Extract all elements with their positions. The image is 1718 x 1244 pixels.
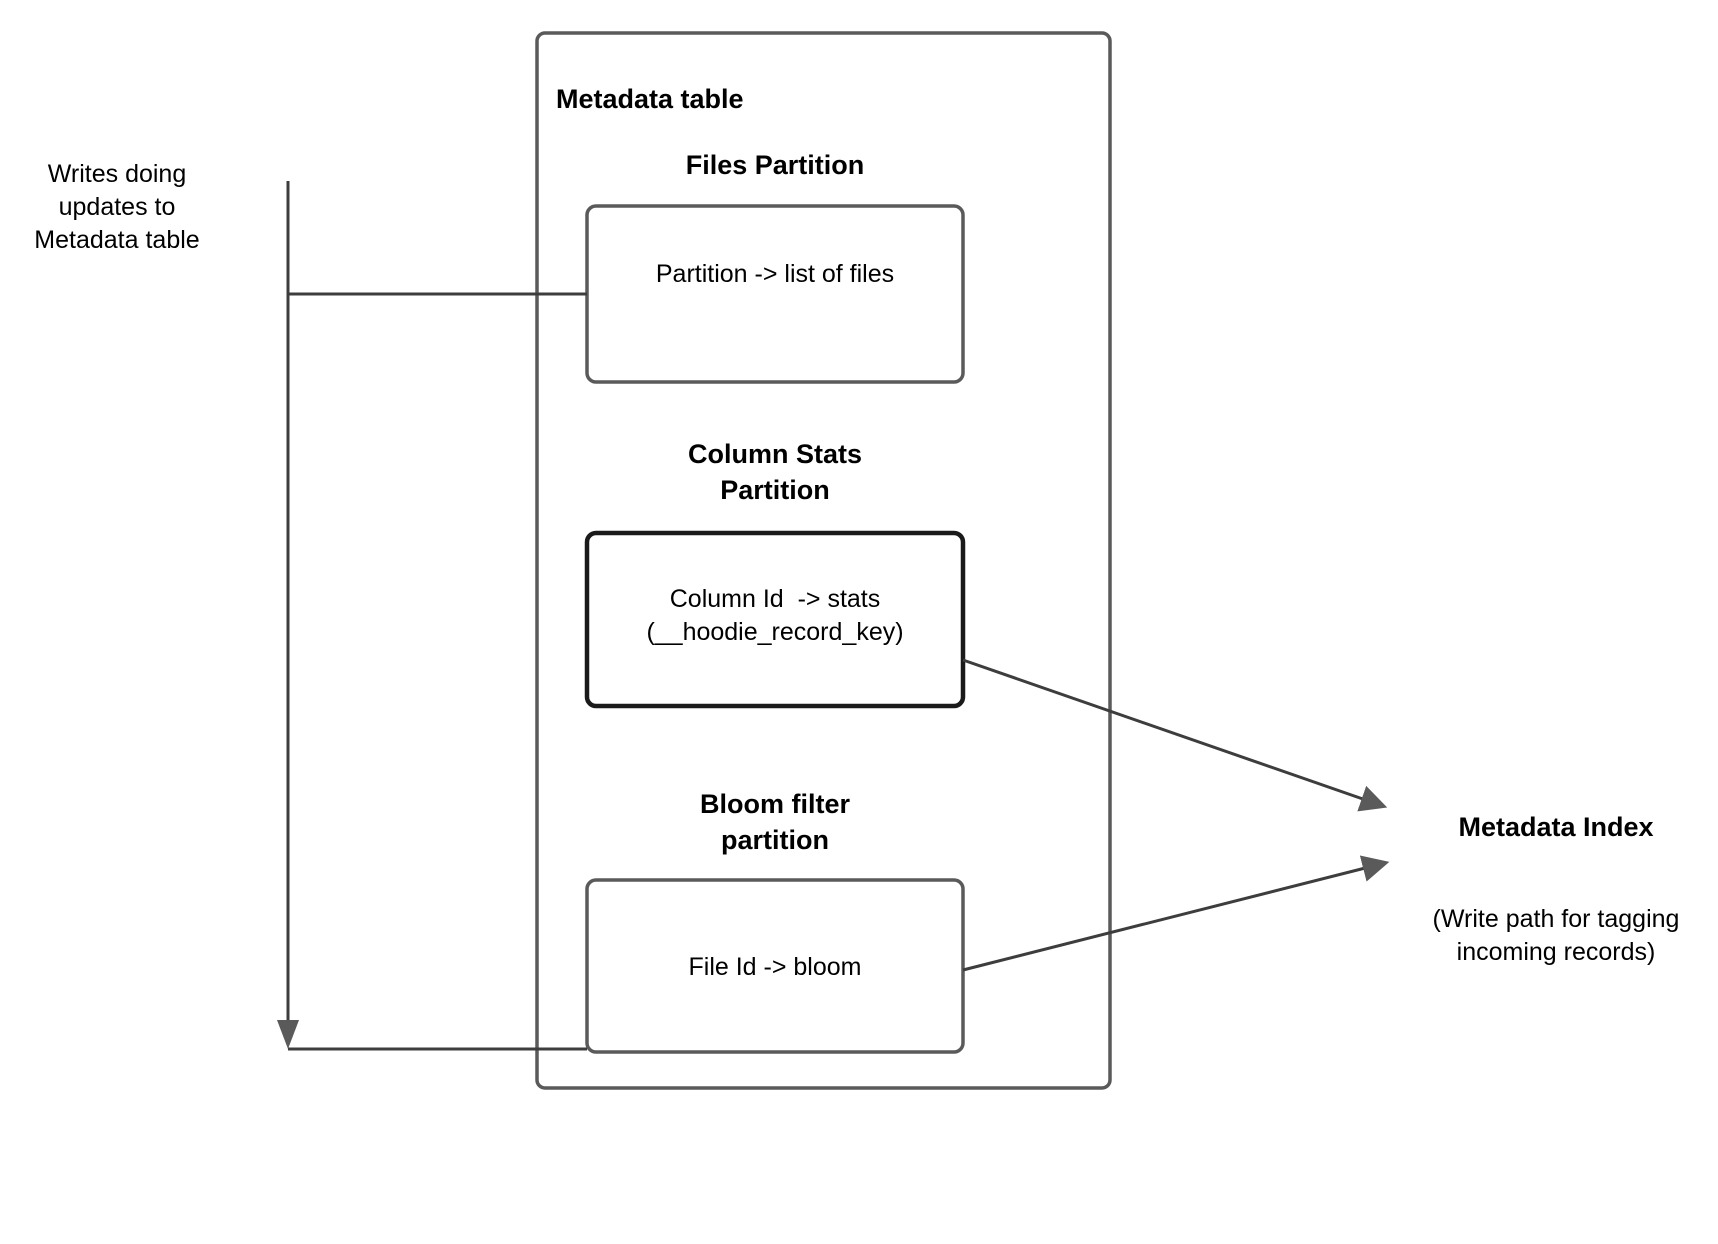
- files-partition-heading: Files Partition: [685, 150, 865, 180]
- writes-updates-annotation: Writes doing updates to Metadata table: [34, 160, 200, 254]
- connector-bloom-filter-to-metadata-index: [962, 855, 1390, 972]
- metadata-table-title: Metadata table: [556, 84, 744, 114]
- bloom-filter-partition-box-label: File Id -> bloom: [688, 953, 862, 981]
- files-partition-box: [585, 204, 965, 384]
- column-stats-partition-heading: Column Stats Partition: [687, 439, 862, 505]
- bloom-filter-partition-heading: Bloom filter partition: [699, 789, 850, 855]
- metadata-index-title: Metadata Index: [1458, 812, 1654, 842]
- writes-trunk-arrowhead-icon: [277, 1020, 299, 1049]
- column-stats-partition-box-label: Column Id -> stats (__hoodie_record_key): [646, 585, 904, 646]
- connector-column-stats-to-metadata-index: [962, 658, 1388, 812]
- metadata-table-container-box: [535, 31, 1112, 1090]
- metadata-index-subtitle: (Write path for tagging incoming records…: [1432, 905, 1687, 966]
- files-partition-box-label: Partition -> list of files: [655, 260, 895, 288]
